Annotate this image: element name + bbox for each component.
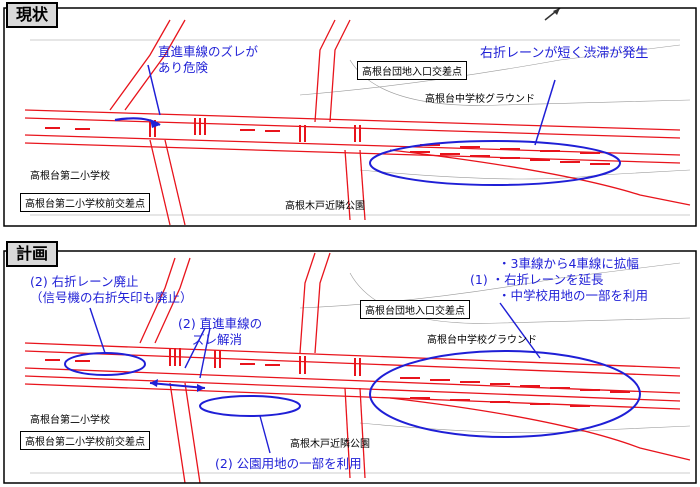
current-map [3, 7, 697, 227]
alignment-note-line1: (2) 直進車線の [178, 316, 263, 331]
plan-road-lines [24, 252, 691, 484]
right-turn-abolish-note: (2) 右折レーン廃止 （信号機の右折矢印も廃止） [30, 274, 193, 306]
current-tag: 現状 [6, 2, 59, 28]
plan-tag: 計画 [6, 241, 59, 267]
widening-note-line1: ・3車線から4車線に拡幅 [498, 256, 639, 271]
road-lines [24, 19, 691, 226]
school-label: 高根台第二小学校 [30, 171, 110, 182]
entry-intersection-label: 高根台団地入口交差点 [357, 61, 467, 80]
right-turn-abolish-line1: (2) 右折レーン廃止 [30, 274, 139, 289]
plan-ground-label: 高根台中学校グラウンド [427, 335, 537, 346]
right-turn-abolish-line2: （信号機の右折矢印も廃止） [30, 290, 193, 305]
misalignment-note: 直進車線のズレが あり危険 [158, 44, 258, 76]
park-land-note: (2) 公園用地の一部を利用 [215, 456, 362, 471]
congestion-note: 右折レーンが短く渋滞が発生 [480, 46, 649, 61]
ground-label: 高根台中学校グラウンド [425, 94, 535, 105]
alignment-note-line2: ズレ解消 [192, 332, 243, 347]
plan-road-stripes [45, 348, 630, 407]
widening-note-line3: ・中学校用地の一部を利用 [498, 288, 649, 303]
widening-note-line2: (1) ・右折レーンを延長 [470, 272, 604, 287]
widening-ellipse [369, 350, 641, 438]
plan-panel: 計画 (2) 右折レーン廃止 （信号機の右折矢印も廃止） (2) 直進車線の ズ… [0, 241, 700, 487]
park-label: 高根木戸近隣公園 [285, 201, 365, 212]
school-front-intersection-label: 高根台第二小学校前交差点 [20, 193, 150, 212]
misalignment-note-line1: 直進車線のズレが [158, 44, 259, 59]
congestion-ellipse [369, 140, 621, 186]
alignment-note: (2) 直進車線の ズレ解消 [178, 316, 262, 348]
plan-school-label: 高根台第二小学校 [30, 415, 110, 426]
misalignment-note-line2: あり危険 [158, 60, 209, 75]
plan-park-label: 高根木戸近隣公園 [290, 439, 370, 450]
current-panel: 現状 直進車線のズレが あり危険 右折レーンが短く渋滞が発生 高根台団地入口交差… [0, 0, 700, 230]
widening-note: ・3車線から4車線に拡幅 (1) ・右折レーンを延長 ・中学校用地の一部を利用 [470, 256, 648, 304]
alignment-arrow [149, 382, 206, 389]
plan-school-front-intersection-label: 高根台第二小学校前交差点 [20, 431, 150, 450]
plan-entry-intersection-label: 高根台団地入口交差点 [360, 300, 470, 319]
park-land-ellipse [199, 395, 301, 417]
plan-map [3, 250, 697, 484]
road-stripes [45, 118, 610, 165]
